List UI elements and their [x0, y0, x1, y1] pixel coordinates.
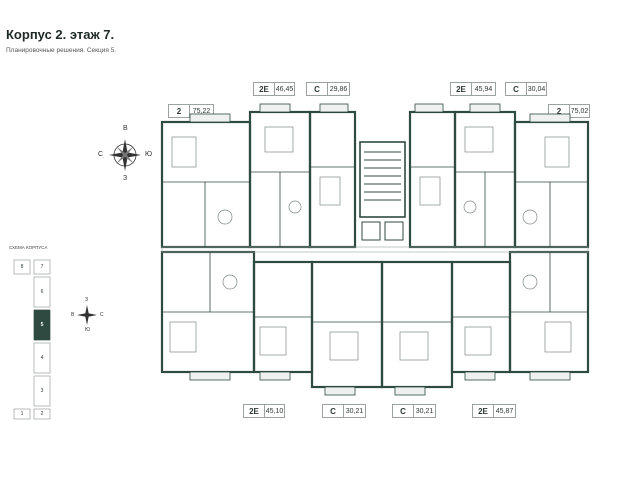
- scheme-cell: 3: [40, 388, 44, 394]
- apartment-area: 45,87: [495, 407, 514, 415]
- apartment-label[interactable]: 2Е 45,94: [450, 82, 496, 96]
- apartment-area: 30,21: [345, 407, 364, 415]
- apartment-area: 75,02: [570, 107, 589, 115]
- apartment-type: 2Е: [451, 83, 472, 95]
- compass-icon: [109, 139, 141, 171]
- apartment-type: 2: [549, 105, 570, 117]
- apartment-label[interactable]: 2Е 46,45: [253, 82, 295, 96]
- apartment-label[interactable]: С 30,04: [505, 82, 547, 96]
- apartment-area: 75,22: [192, 107, 211, 115]
- scheme-compass-east: С: [100, 312, 104, 318]
- apartment-label[interactable]: 2Е 45,87: [472, 404, 516, 418]
- page-title: Корпус 2. этаж 7.: [6, 27, 115, 42]
- compass-west-label: С: [98, 151, 104, 158]
- apartment-area: 45,10: [265, 407, 284, 415]
- compass-south-label: З: [123, 175, 128, 182]
- apartment-type: С: [307, 83, 328, 95]
- scheme-compass-west: В: [71, 312, 75, 318]
- apartment-label[interactable]: С 30,21: [392, 404, 436, 418]
- compass-east-label: Ю: [145, 151, 153, 158]
- apartment-label[interactable]: 2Е 45,10: [243, 404, 285, 418]
- scheme-cell: 6: [40, 289, 44, 295]
- scheme-cell-current: 5: [40, 322, 44, 328]
- apartment-type: 2Е: [473, 405, 494, 417]
- scheme-cell: 4: [40, 355, 44, 361]
- scheme-cell: 7: [40, 264, 44, 270]
- apartment-type: 2: [169, 105, 190, 117]
- floor-plan: [150, 92, 600, 407]
- apartment-type: 2Е: [244, 405, 265, 417]
- scheme-cell: 2: [40, 411, 44, 417]
- scheme-cell: 8: [20, 264, 24, 270]
- compass-north-label: В: [123, 125, 128, 132]
- compass-rose: В З С Ю: [98, 125, 153, 185]
- apartment-type: С: [393, 405, 414, 417]
- apartment-label[interactable]: С 29,86: [306, 82, 350, 96]
- apartment-area: 29,86: [329, 85, 348, 93]
- scheme-title: СХЕМА КОРПУСА: [9, 245, 48, 250]
- page-subtitle: Планировочные решения. Секция 5.: [6, 47, 117, 54]
- apartment-label[interactable]: С 30,21: [322, 404, 366, 418]
- apartment-area: 30,04: [527, 85, 546, 93]
- scheme-compass-south: Ю: [85, 327, 91, 333]
- scheme-compass-north: З: [85, 297, 89, 303]
- scheme-compass-icon: [77, 305, 97, 325]
- scheme-drawing: [13, 259, 97, 420]
- apartment-type: 2Е: [254, 83, 275, 95]
- apartment-area: 30,21: [415, 407, 434, 415]
- apartment-area: 46,45: [275, 85, 294, 93]
- apartment-area: 45,94: [474, 85, 493, 93]
- apartment-type: С: [323, 405, 344, 417]
- floor-plan-drawing: [160, 103, 590, 396]
- scheme-cell: 1: [20, 411, 24, 417]
- apartment-type: С: [506, 83, 527, 95]
